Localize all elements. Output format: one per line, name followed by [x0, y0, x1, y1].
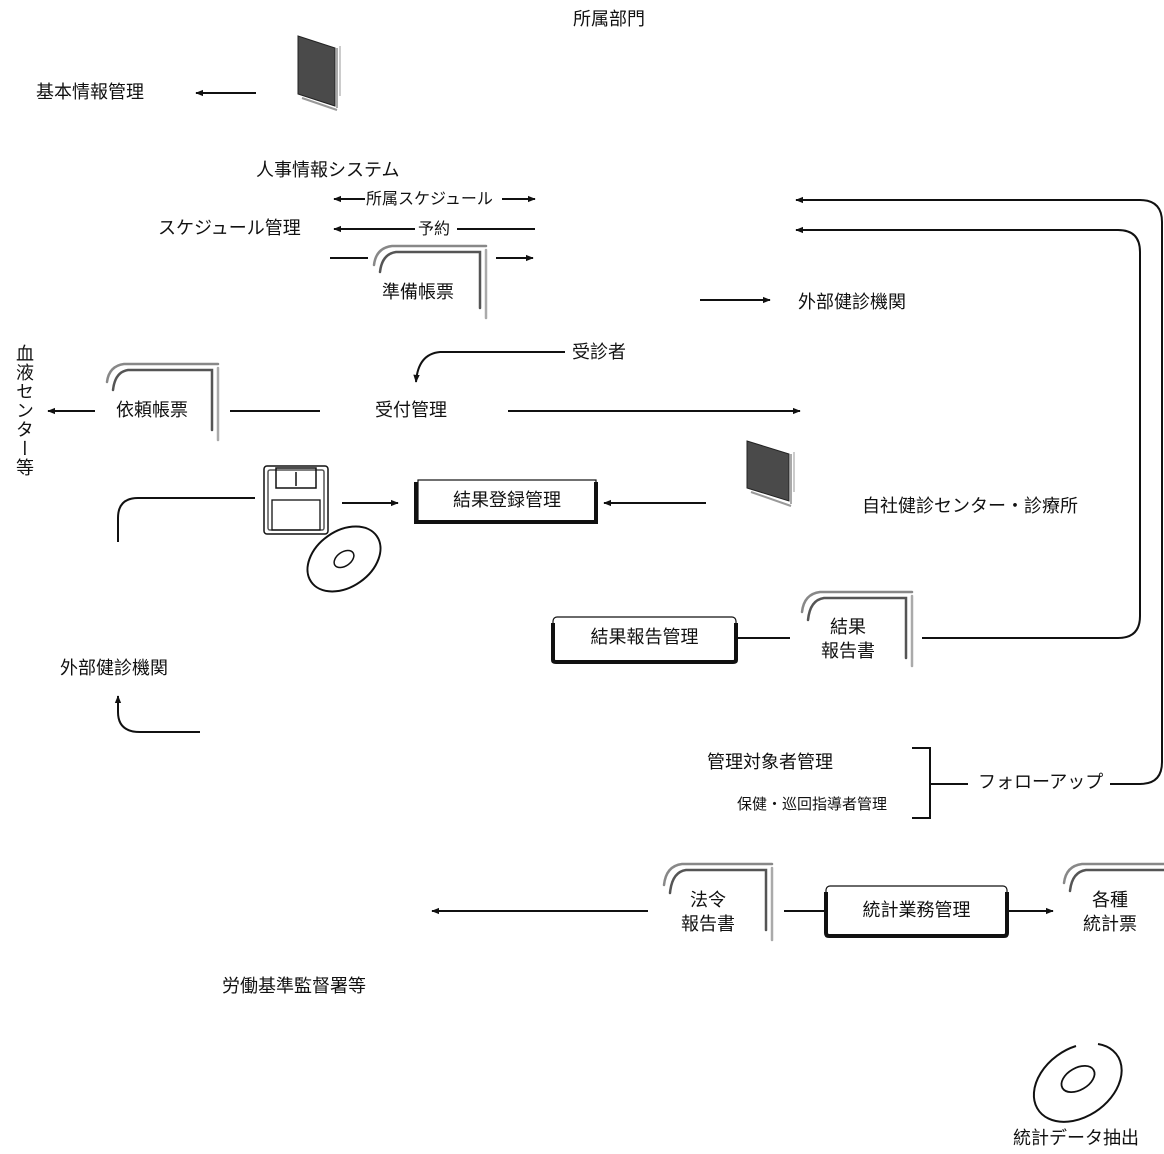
- document-icon: [662, 862, 774, 942]
- result-report-box-shadow: [551, 623, 738, 664]
- arrow-examinee-to-reception: [413, 351, 565, 383]
- ext-clinic-top-label: 外部健診機関: [798, 292, 906, 313]
- arrow-report-to-top: [795, 226, 1141, 639]
- cd-icon: [1032, 1043, 1123, 1123]
- result-entry-label: 結果登録管理: [453, 490, 561, 511]
- bracket: [912, 747, 931, 819]
- stats-extract-label: 統計データ抽出: [1013, 1128, 1139, 1149]
- document-icon: [105, 362, 220, 442]
- dept-schedule-label: 所属スケジュール: [366, 189, 493, 208]
- hr-system-label: 人事情報システム: [256, 160, 400, 181]
- document-icon: [800, 590, 914, 668]
- dept-label: 所属部門: [573, 9, 645, 30]
- examinee-label: 受診者: [572, 342, 626, 363]
- arrow-followup-to-top: [795, 196, 1163, 785]
- own-center-label: 自社健診センター・診療所: [862, 496, 1078, 517]
- result-entry-box: [417, 479, 597, 523]
- ext-clinic-left-label: 外部健診機関: [60, 658, 168, 679]
- book-icon: [746, 440, 795, 507]
- basic-info-label: 基本情報管理: [36, 82, 144, 103]
- line-left-to-floppy: [117, 497, 255, 542]
- followup-label: フォローアップ: [978, 772, 1104, 793]
- stats-mgmt-label: 統計業務管理: [862, 900, 971, 921]
- stats-forms-label-2: 統計票: [1083, 914, 1137, 935]
- arrow-to-ext-clinic-left: [114, 695, 200, 733]
- managed-persons-label: 管理対象者管理: [707, 752, 833, 773]
- stats-forms-label-1: 各種: [1092, 890, 1128, 911]
- legal-report-label-1: 法令: [690, 890, 726, 911]
- request-form-label: 依頼帳票: [116, 400, 188, 421]
- book-icon: [297, 35, 341, 111]
- document-icon: [372, 244, 488, 320]
- result-report-mgmt-label: 結果報告管理: [590, 627, 699, 648]
- floppy-disk-icon: [263, 465, 329, 535]
- result-report-doc-label-1: 結果: [830, 617, 866, 638]
- schedule-mgmt-label: スケジュール管理: [158, 218, 301, 239]
- reservation-label: 予約: [418, 219, 451, 238]
- prep-form-label: 準備帳票: [382, 282, 454, 303]
- health-guidance-label: 保健・巡回指導者管理: [737, 795, 888, 813]
- reception-label: 受付管理: [375, 400, 447, 421]
- blood-center-label: 血液センター等: [13, 344, 34, 477]
- result-report-doc-label-2: 報告書: [821, 641, 875, 662]
- legal-report-label-2: 報告書: [681, 914, 735, 935]
- document-icon: [1062, 862, 1164, 893]
- stats-box-shadow: [824, 892, 1009, 938]
- cd-icon: [306, 525, 382, 593]
- labor-office-label: 労働基準監督署等: [222, 976, 366, 997]
